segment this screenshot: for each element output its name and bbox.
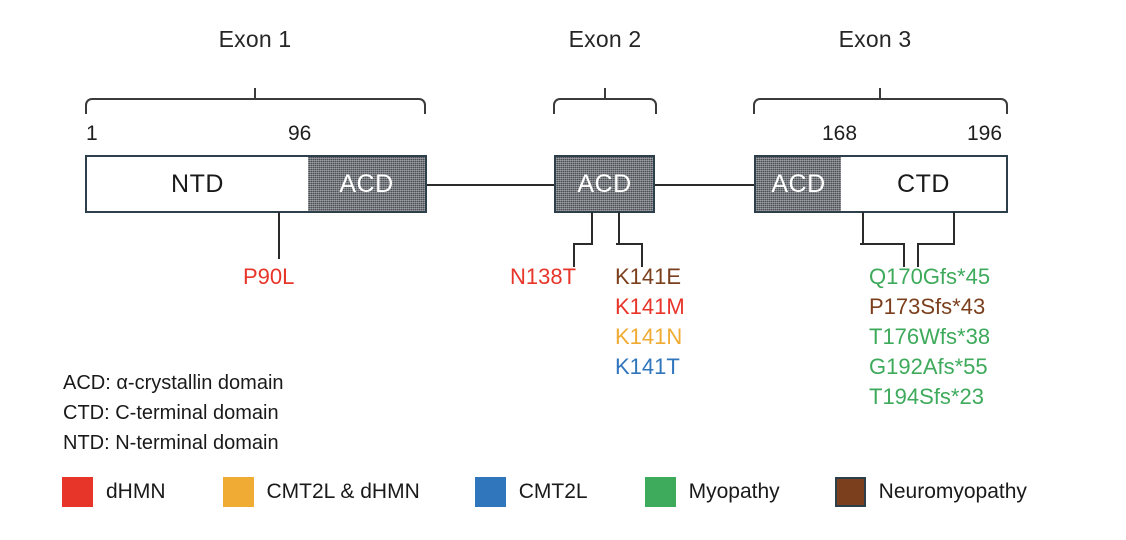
leader-line-exon3-left-stub — [862, 212, 865, 245]
legend-label-myopathy: Myopathy — [688, 480, 780, 503]
mutation-label-t176wfs38: T176Wfs*38 — [869, 324, 991, 349]
leader-line-n138t-horizontal — [573, 243, 593, 246]
mutation-label-n138t: N138T — [510, 264, 577, 289]
exon-2-bracket — [553, 98, 657, 114]
mutation-label-k141n: K141N — [615, 324, 683, 349]
leader-line-p90l — [278, 212, 281, 259]
abbreviation-key: ACD: α-crystallin domain CTD: C-terminal… — [63, 368, 284, 458]
exon-3-bracket — [753, 98, 1008, 114]
exon-1-bracket — [85, 98, 426, 114]
exon-1-bracket-tick — [254, 88, 257, 98]
mutation-label-k141t: K141T — [615, 354, 680, 379]
domain-ctd: CTD — [841, 157, 1006, 211]
legend-swatch-cmt2l-dhmn — [222, 477, 254, 507]
abbreviation-ctd: CTD: C-terminal domain — [63, 402, 279, 424]
legend-swatch-myopathy — [644, 477, 676, 507]
leader-line-exon3-left-drop — [903, 243, 906, 267]
legend-label-dhmn: dHMN — [106, 480, 166, 503]
abbreviation-ntd: NTD: N-terminal domain — [63, 432, 279, 454]
abbreviation-acd: ACD: α-crystallin domain — [63, 372, 284, 394]
residue-number-96: 96 — [288, 122, 312, 145]
exon-3-protein-box: ACD CTD — [754, 155, 1008, 213]
legend-swatch-neuromyopathy — [834, 477, 866, 507]
exon-3-bracket-tick — [879, 88, 882, 98]
mutation-list-exon2: K141E K141M K141N K141T — [615, 262, 685, 382]
legend-item-cmt2l-dhmn: CMT2L & dHMN — [222, 477, 420, 507]
mutation-label-k141m: K141M — [615, 294, 685, 319]
exon-3-title: Exon 3 — [838, 26, 912, 52]
residue-number-196: 196 — [967, 122, 1003, 145]
mutation-label-t194sfs23: T194Sfs*23 — [869, 384, 984, 409]
mutation-label-k141e: K141E — [615, 264, 682, 289]
legend-label-cmt2l: CMT2L — [518, 480, 588, 503]
leader-line-exon3-right-drop — [917, 243, 920, 267]
leader-line-exon3-left-horizontal — [860, 243, 905, 246]
domain-acd-exon1: ACD — [308, 157, 425, 211]
exon-2-bracket-tick — [604, 88, 607, 98]
leader-line-n138t-drop — [573, 243, 576, 267]
exon-1-title: Exon 1 — [218, 26, 292, 52]
legend-item-cmt2l: CMT2L — [474, 477, 588, 507]
leader-line-exon3-right-stub — [953, 212, 956, 245]
legend-swatch-dhmn — [62, 477, 93, 507]
leader-line-n138t-stub — [591, 212, 594, 245]
mutation-list-exon3: Q170Gfs*45 P173Sfs*43 T176Wfs*38 G192Afs… — [869, 262, 990, 412]
legend-item-neuromyopathy: Neuromyopathy — [834, 477, 1027, 507]
legend-item-dhmn: dHMN — [62, 477, 166, 507]
residue-number-start: 1 — [86, 122, 98, 145]
legend-item-myopathy: Myopathy — [644, 477, 780, 507]
exon-1-protein-box: NTD ACD — [85, 155, 427, 213]
residue-number-168: 168 — [822, 122, 858, 145]
mutation-label-p173sfs43: P173Sfs*43 — [869, 294, 986, 319]
mutation-label-p90l: P90L — [243, 264, 295, 289]
domain-acd-exon3: ACD — [756, 157, 841, 211]
leader-line-k141-stub — [618, 212, 621, 245]
leader-line-k141-drop — [641, 243, 644, 267]
linker-exon2-exon3 — [654, 184, 756, 187]
legend-label-cmt2l-dhmn: CMT2L & dHMN — [266, 480, 420, 503]
mutation-label-g192afs55: G192Afs*55 — [869, 354, 988, 379]
disease-color-legend: dHMN CMT2L & dHMN CMT2L Myopathy Neuromy… — [62, 477, 1072, 507]
mutation-label-q170gfs45: Q170Gfs*45 — [869, 264, 991, 289]
linker-exon1-exon2 — [425, 184, 556, 187]
leader-line-exon3-right-horizontal — [917, 243, 955, 246]
domain-acd-exon2: ACD — [554, 155, 655, 213]
legend-swatch-cmt2l — [474, 477, 506, 507]
domain-ntd: NTD — [87, 157, 308, 211]
exon-2-title: Exon 2 — [568, 26, 642, 52]
legend-label-neuromyopathy: Neuromyopathy — [878, 480, 1027, 503]
leader-line-k141-horizontal — [616, 243, 643, 246]
